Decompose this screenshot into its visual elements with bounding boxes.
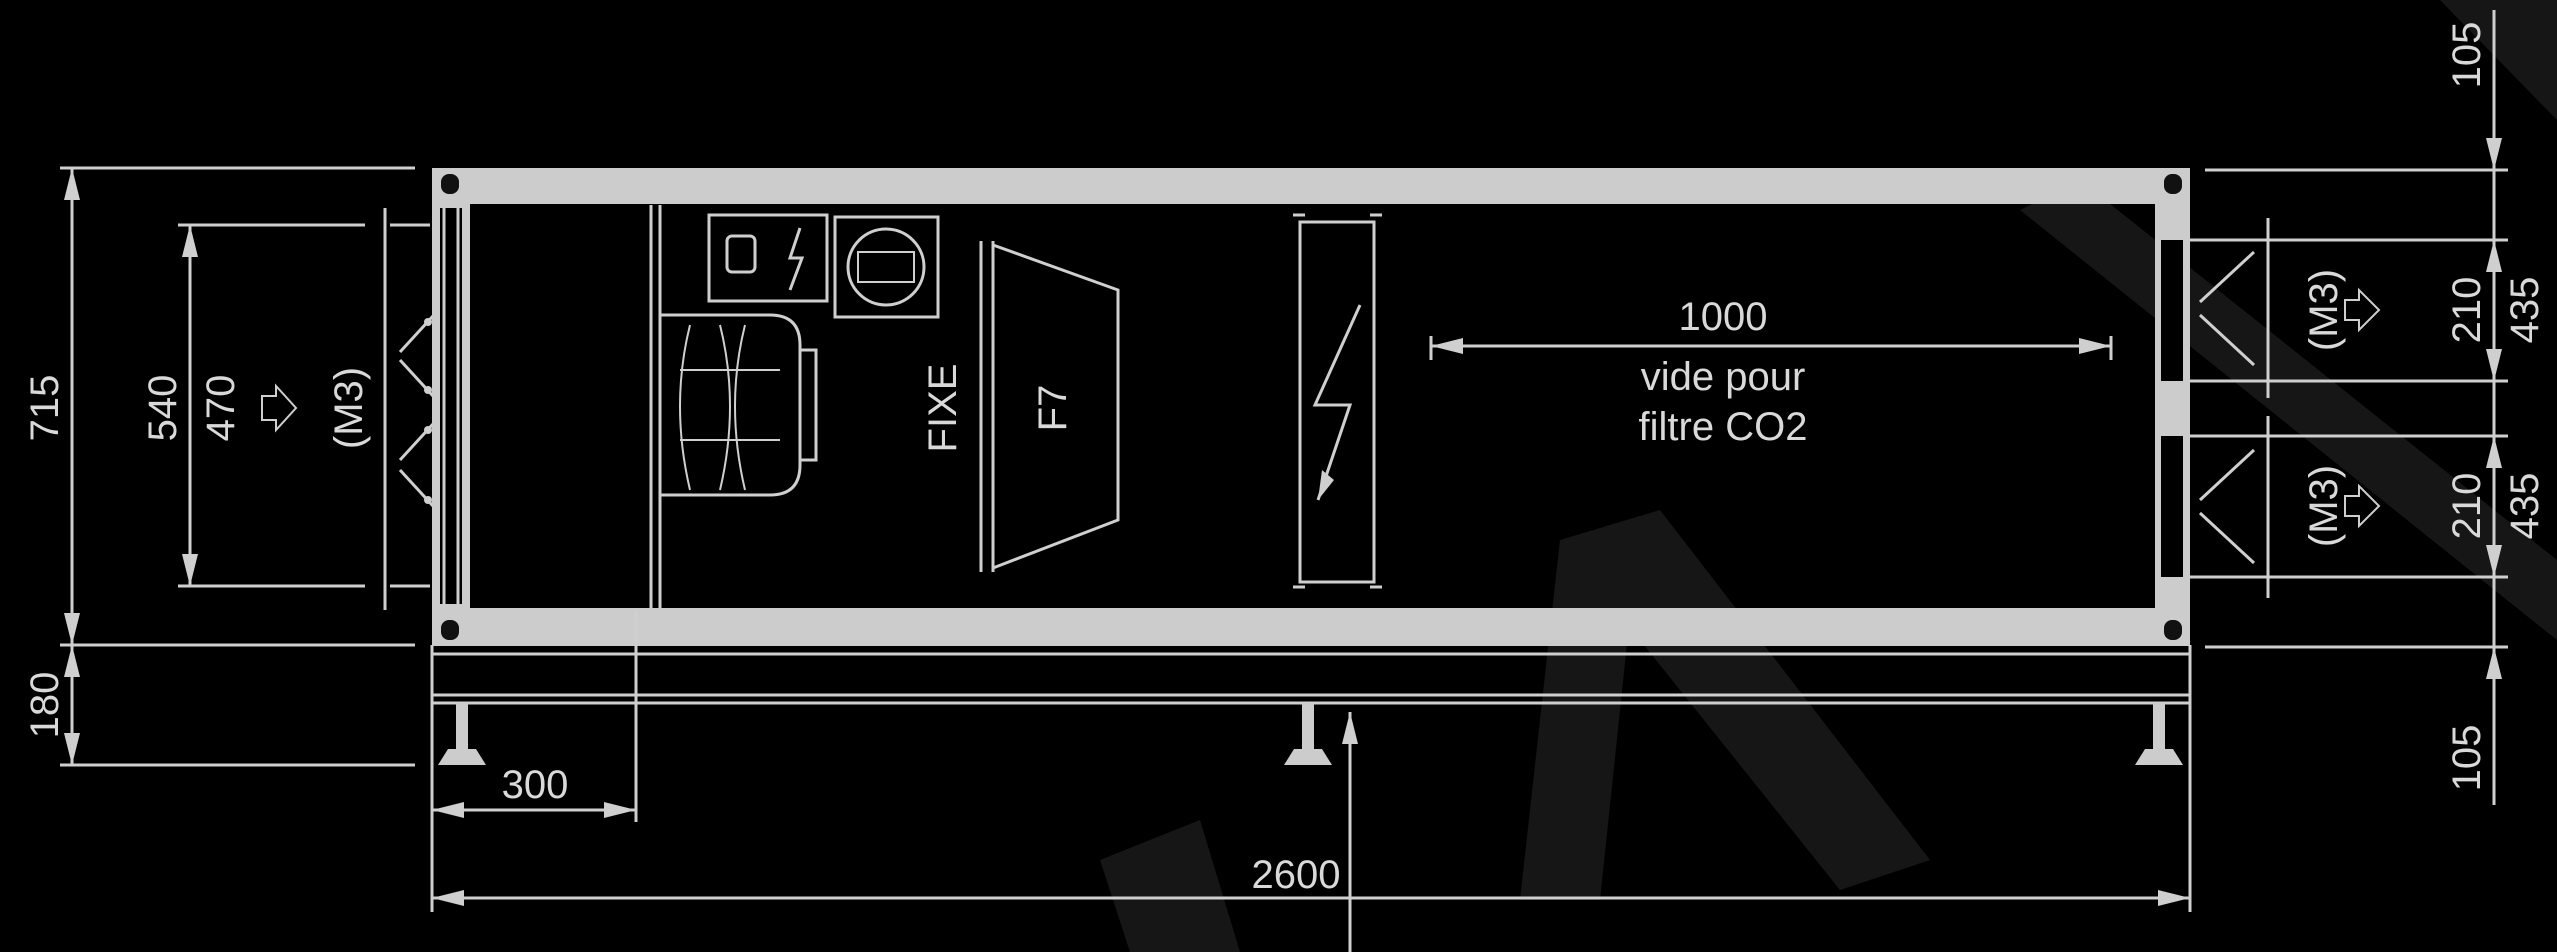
support-foot — [1284, 703, 1332, 765]
electrical-box — [707, 213, 829, 303]
support-foot — [438, 703, 486, 765]
base-frame — [430, 645, 2192, 765]
inlet-damper — [383, 208, 457, 610]
label-f7: F7 — [1031, 385, 1075, 432]
control-box — [833, 215, 940, 319]
dim-lengths: 300 2600 — [430, 610, 2192, 952]
dim-300: 300 — [502, 763, 569, 807]
dim-105-top: 105 — [2445, 22, 2489, 89]
dim-470: 470 — [199, 375, 243, 442]
empty-note-line1: vide pour — [1641, 355, 1806, 399]
electric-heater — [1293, 213, 1382, 589]
dim-empty-zone: 1000 vide pour filtre CO2 — [1429, 295, 2113, 449]
support-foot — [2135, 703, 2183, 765]
dim-435-outlet2: 435 — [2503, 473, 2547, 540]
watermark — [1100, 0, 2557, 952]
outlet1-class: (M3) — [2302, 269, 2346, 351]
airflow-arrow-icon — [261, 383, 298, 433]
outlet2-class: (M3) — [2302, 465, 2346, 547]
dim-435-outlet1: 435 — [2503, 277, 2547, 344]
empty-note-line2: filtre CO2 — [1639, 405, 1808, 449]
inlet-class: (M3) — [327, 367, 371, 449]
label-fixe: FIXE — [921, 364, 965, 453]
outlet-dampers: 105 210 435 210 435 105 (M3) (M3) — [2190, 10, 2547, 805]
dim-210-outlet1: 210 — [2445, 277, 2489, 344]
dim-180: 180 — [23, 672, 67, 739]
airflow-arrow-icon — [2344, 483, 2381, 529]
dim-540: 540 — [141, 375, 185, 442]
airflow-arrow-icon — [2344, 287, 2381, 333]
dim-1000: 1000 — [1679, 295, 1768, 339]
fan — [660, 313, 818, 497]
dim-715: 715 — [23, 375, 67, 442]
filter-f7: F7 — [979, 241, 1120, 572]
unit-frame — [432, 168, 2190, 646]
dim-inlet: 540 470 (M3) — [141, 223, 371, 588]
dim-2600: 2600 — [1252, 853, 1341, 897]
dim-210-outlet2: 210 — [2445, 473, 2489, 540]
dim-height-total: 715 180 — [23, 166, 415, 767]
dim-105-bottom: 105 — [2445, 725, 2489, 792]
